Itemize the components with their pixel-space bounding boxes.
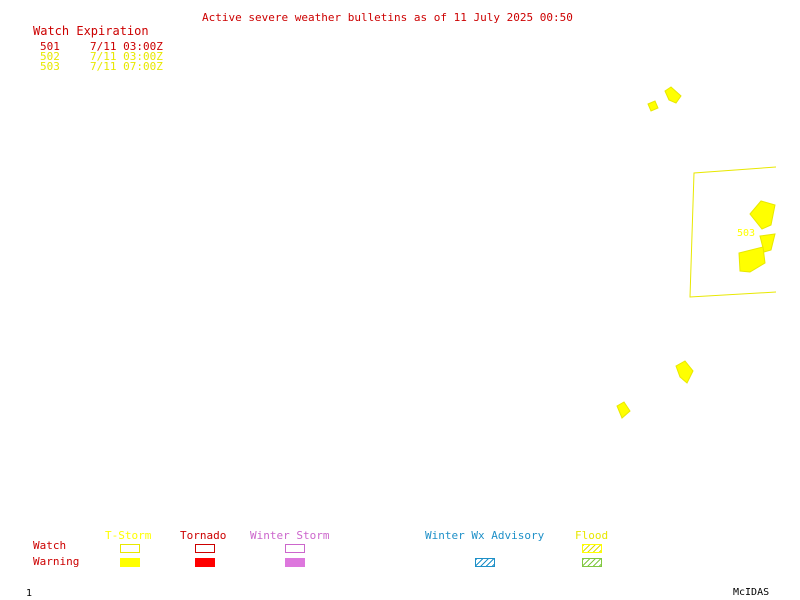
- watch-expiration: 7/11 03:00Z: [90, 40, 163, 53]
- tstorm-watch-box: [689, 166, 777, 298]
- legend-category-tornado: Tornado: [180, 529, 227, 542]
- winter-wx-advisory-warning-swatch: [475, 558, 495, 567]
- legend-category-tstorm: T-Storm: [105, 529, 152, 542]
- product-label: McIDAS: [733, 587, 770, 598]
- tstorm-warning-polygon: [647, 100, 659, 112]
- tstorm-warning-polygon: [738, 246, 766, 273]
- legend-row-watch-label: Watch: [33, 539, 67, 552]
- watch-id: 502: [40, 50, 60, 63]
- tstorm-warning-polygon: [749, 200, 776, 230]
- watch-expiration: 7/11 03:00Z: [90, 50, 163, 63]
- winter-storm-warning-swatch: [285, 558, 305, 567]
- tstorm-warning-polygon: [664, 86, 682, 104]
- flood-watch-swatch: [582, 544, 602, 553]
- bulletin-title: Active severe weather bulletins as of 11…: [202, 11, 573, 24]
- watch-expiration: 7/11 07:00Z: [90, 60, 163, 73]
- winter-storm-watch-swatch: [285, 544, 305, 553]
- watch-id: 503: [40, 60, 60, 73]
- legend-category-winter-wx-advisory: Winter Wx Advisory: [425, 529, 545, 542]
- watch-box-label: 503: [737, 228, 755, 239]
- tstorm-warning-polygon: [616, 401, 631, 419]
- tstorm-watch-swatch: [120, 544, 140, 553]
- tornado-watch-swatch: [195, 544, 215, 553]
- flood-warning-swatch: [582, 558, 602, 567]
- legend-category-flood: Flood: [575, 529, 609, 542]
- legend-row-warning-label: Warning: [33, 555, 80, 568]
- watch-id: 501: [40, 40, 60, 53]
- tstorm-warning-polygon: [675, 360, 694, 384]
- watch-expiration-heading: Watch Expiration: [33, 24, 149, 38]
- legend-category-winter-storm: Winter Storm: [250, 529, 330, 542]
- frame-number: 1: [26, 588, 33, 599]
- tstorm-warning-swatch: [120, 558, 140, 567]
- tornado-warning-swatch: [195, 558, 215, 567]
